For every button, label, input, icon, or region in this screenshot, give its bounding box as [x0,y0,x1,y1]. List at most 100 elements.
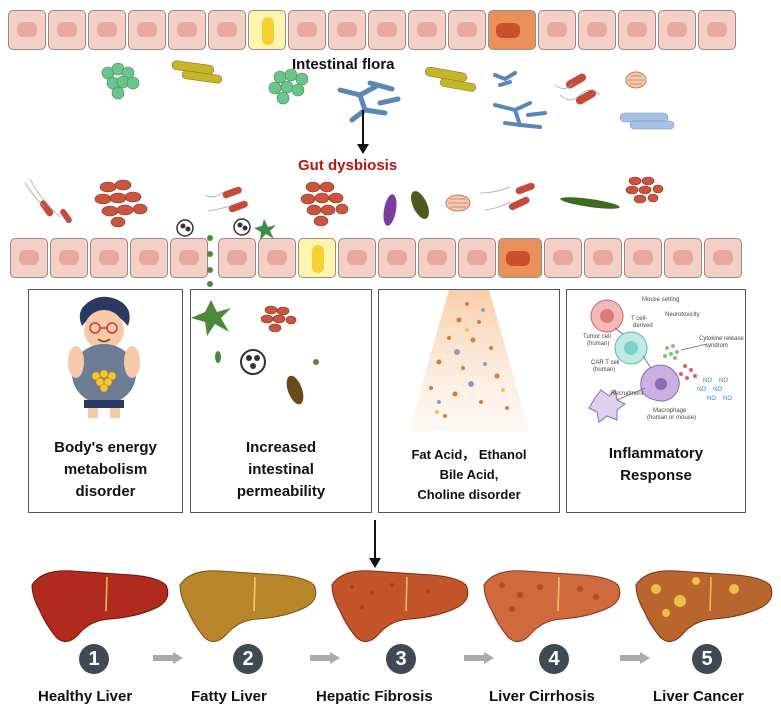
bifido-blue-2 [493,71,547,129]
intestinal-flora-title: Intestinal flora [292,56,395,73]
epithelial-cell [448,10,486,50]
epithelial-cell [658,10,696,50]
obese-child-illustration [68,296,140,418]
epithelial-cell [664,238,702,278]
box-intestinal-permeability: Increased intestinal permeability [190,289,372,513]
epithelial-cell [128,10,166,50]
annotation-cytokine: Cytokine release [699,336,744,342]
immune-cell-small [176,219,194,237]
epithelial-cell [218,238,256,278]
flagellated-bacteria-left [24,178,72,224]
dark-green-bacillus [560,197,620,209]
epithelium-bottom [10,238,744,282]
cocci-cluster-red [94,179,148,228]
epithelial-cell [90,238,128,278]
enteroendocrine-cell [498,238,542,278]
liver-stages-illustration [31,570,773,643]
goblet-cell [248,10,286,50]
epithelial-cell [368,10,406,50]
epithelial-cell [538,10,576,50]
cocci-cluster-red-3 [625,176,664,204]
epithelial-cell [88,10,126,50]
epithelial-cell [328,10,366,50]
stage-number-2: 2 [233,644,263,674]
epithelial-cell [130,238,168,278]
flagellated-bacteria-right [479,182,535,211]
epithelial-cell [258,238,296,278]
epithelial-cell [578,10,616,50]
epithelial-cell [48,10,86,50]
arrow-right-icon [464,652,494,664]
annotation-car-t: CAR T cell [591,360,620,366]
annotation-macrophage: Macrophage [653,408,687,414]
liver-cancer [635,570,773,643]
dark-green-bacterium [411,191,429,219]
stage-number-4: 4 [539,644,569,674]
star-cell-green [191,300,231,336]
stage-label-cancer: Liver Cancer [653,688,744,705]
box-label: Fat Acid， Ethanol Bile Acid, Choline dis… [411,447,527,502]
flagellated-bacteria-mid [204,186,248,213]
epithelial-cell [704,238,742,278]
bacilli-yellow [171,60,223,84]
box-metabolites: Fat Acid， Ethanol Bile Acid, Choline dis… [378,289,560,513]
epithelial-cell [408,10,446,50]
box-inflammatory-response: Mouse setting Tumor cell (human) T cell-… [566,289,746,513]
flagellated-bacteria [554,73,601,105]
epithelial-cell [584,238,622,278]
arrow-right-icon [620,652,650,664]
stage-label-cirrhosis: Liver Cirrhosis [489,688,595,705]
arrow-down-icon [369,520,381,568]
arrow-right-icon [153,652,183,664]
annotation-cytokine-sub: syndrom [705,343,729,349]
cocci-cluster-green-2 [268,68,309,105]
bacilli-yellow-2 [424,66,477,92]
annotation-tumor-cell: Tumor cell [583,334,611,340]
epithelial-cell [10,238,48,278]
epithelial-cell [418,238,456,278]
inflammation-illustration [588,299,708,423]
coiled-bacterium-2 [445,194,471,212]
epithelial-cell [208,10,246,50]
dysbiosis-flora-illustration [24,176,664,240]
star-cell-green [254,219,276,240]
epithelium-top [8,10,738,54]
epithelial-cell [544,238,582,278]
box-label: Inflammatory Response [608,445,704,484]
goblet-cell [298,238,336,278]
annotation-macrophage-sub: (human or mouse) [647,415,697,421]
epithelial-cell [458,238,496,278]
annotation-no: NO [719,378,728,384]
epithelial-cell [288,10,326,50]
annotation-neurotoxicity: Neurotoxicity [665,312,700,318]
epithelial-cell [8,10,46,50]
purple-bacterium [383,194,397,226]
arrow-right-icon [310,652,340,664]
enteroendocrine-cell [488,10,536,50]
coiled-bacterium [625,71,647,89]
annotation-tumor-cell-sub: (human) [587,341,610,347]
cocci-cluster-red-2 [300,181,349,227]
stage-number-3: 3 [386,644,416,674]
epithelial-cell [170,238,208,278]
annotation-no: NO [703,378,712,384]
epithelial-cell [50,238,88,278]
epithelial-cell [618,10,656,50]
epithelial-cell [378,238,416,278]
stage-number-1: 1 [79,644,109,674]
liver-healthy [31,570,169,643]
stage-number-5: 5 [692,644,722,674]
cocci-cluster-green [101,62,140,100]
box-label: Increased intestinal permeability [236,439,326,500]
annotation-t-cell-sub: derived [633,323,653,329]
arrow-down-icon [357,110,369,154]
liver-cirrhosis [483,570,621,643]
annotation-no: NO [723,396,732,402]
healthy-flora-illustration [101,60,675,130]
epithelial-cell [624,238,662,278]
leaking-particles [207,235,213,287]
bifido-blue [337,80,401,123]
liver-fatty [179,570,317,643]
epithelial-cell [698,10,736,50]
epithelial-cell [168,10,206,50]
